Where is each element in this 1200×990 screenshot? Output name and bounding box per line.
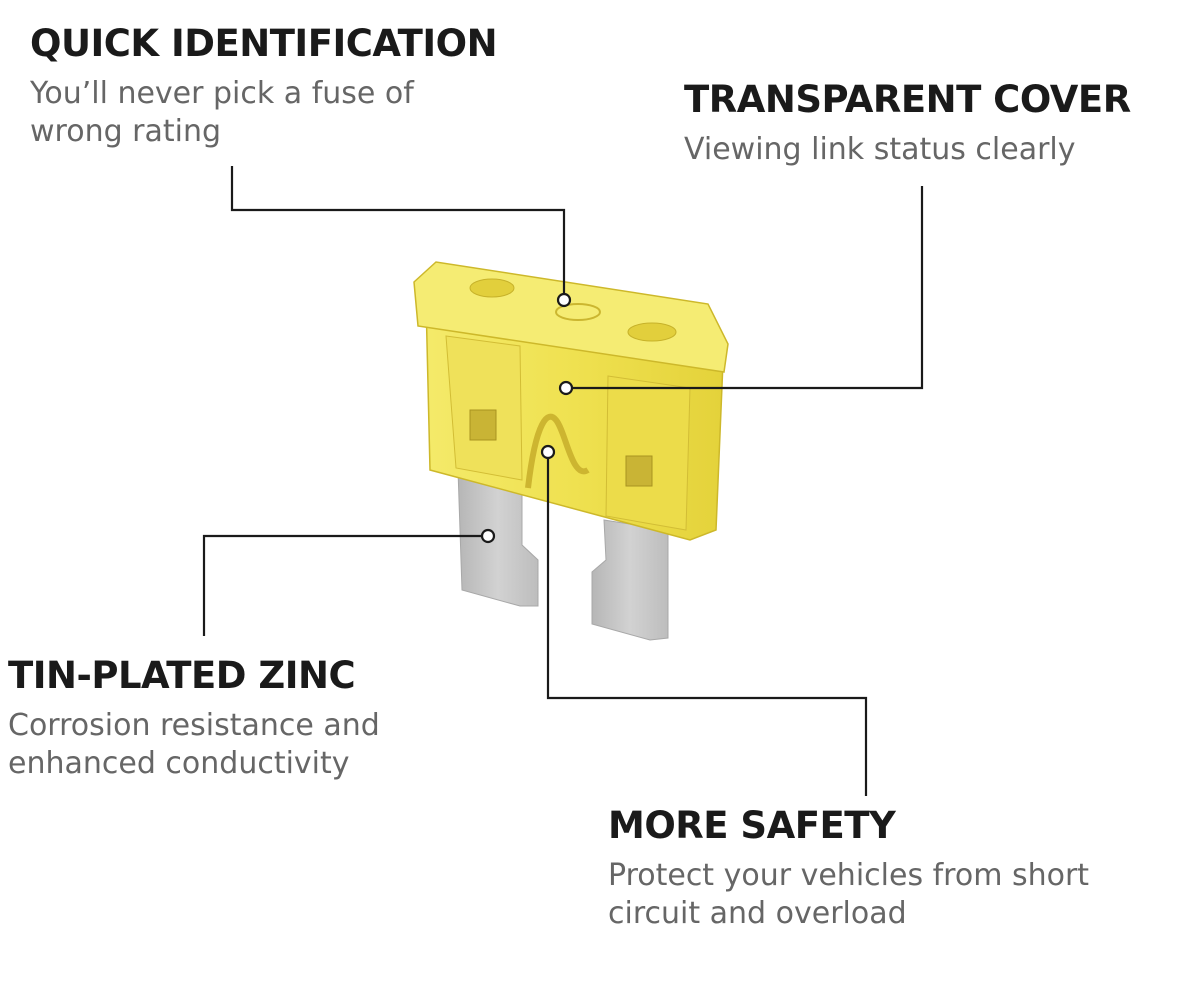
fuse-link [525,413,590,489]
leader-quick-identification [230,166,566,300]
leader-lines [202,166,924,796]
leader-transparent-cover [566,186,924,390]
callout-title: MORE SAFETY [608,804,896,847]
leader-dot [558,380,574,396]
leader-tin-plated-zinc [202,534,488,636]
leader-dot [540,444,556,460]
rating-mark [555,303,601,321]
top-hole-right [627,322,677,342]
callout-transparent-cover: TRANSPARENT COVER Viewing link status cl… [684,78,1131,169]
callout-title: QUICK IDENTIFICATION [30,22,498,65]
callout-title: TIN-PLATED ZINC [8,654,356,697]
leader-dot [480,528,496,544]
callout-title: TRANSPARENT COVER [684,78,1131,121]
callout-description: Corrosion resistance and enhanced conduc… [8,707,380,781]
callout-description: Viewing link status clearly [684,131,1076,167]
callout-description: Protect your vehicles from short circuit… [608,857,1090,931]
inner-panel-right [605,375,691,531]
left-tab [469,409,497,441]
leader-dots [480,292,574,544]
top-hole-left [469,278,515,298]
fuse-illustration [413,261,729,641]
callout-more-safety: MORE SAFETY Protect your vehicles from s… [608,804,1090,933]
callout-tin-plated-zinc: TIN-PLATED ZINC Corrosion resistance and… [8,654,380,783]
right-blade [591,519,669,641]
inner-panel-left [445,335,523,481]
callout-description: You’ll never pick a fuse of wrong rating [30,75,414,149]
leader-more-safety [546,452,868,796]
callout-quick-identification: QUICK IDENTIFICATION You’ll never pick a… [30,22,498,151]
leader-dot [556,292,572,308]
right-tab [625,455,653,487]
